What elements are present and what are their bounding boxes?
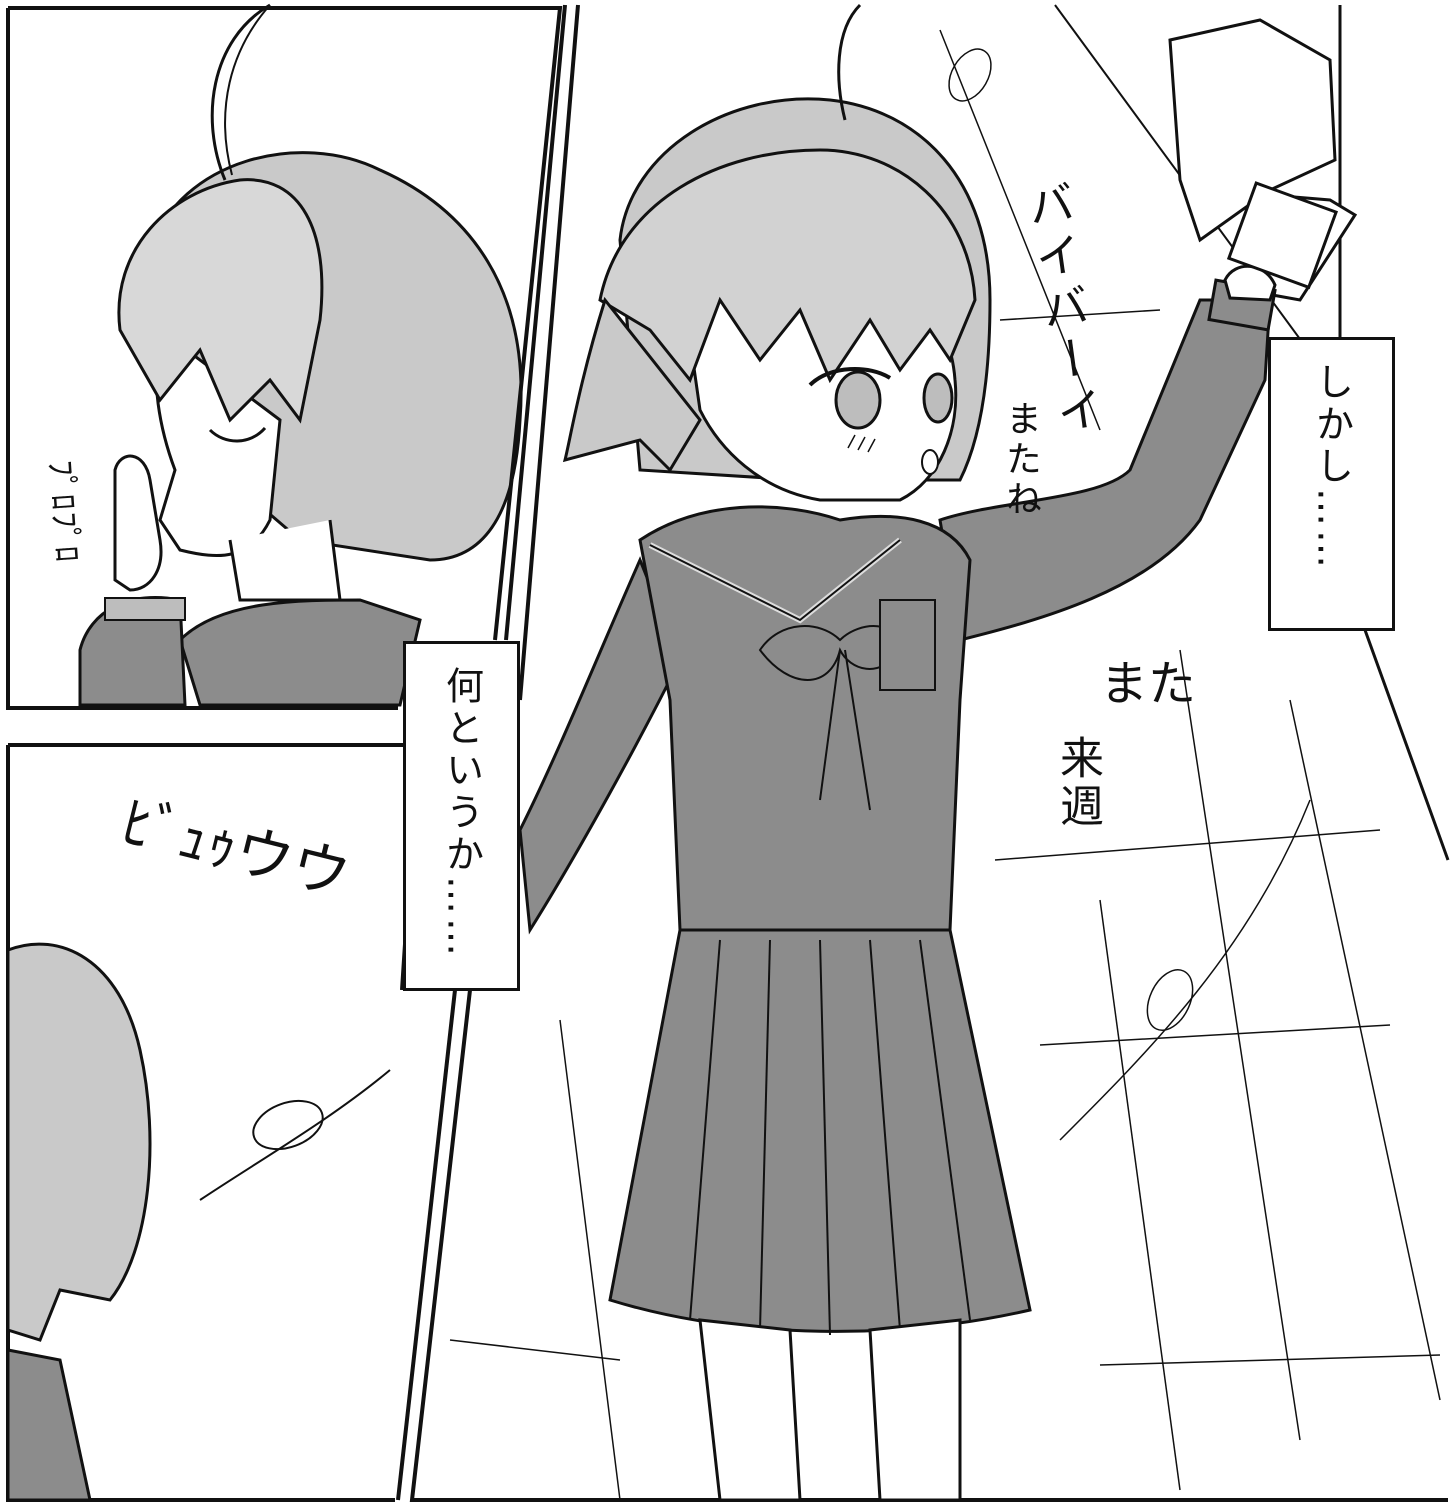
narration-box-left: 何というか…… — [403, 641, 520, 991]
sfx-mata: また — [1100, 656, 1197, 712]
panel-right — [396, 3, 1450, 1502]
sfx-raishu: 来週 — [1052, 735, 1103, 831]
narration-box-right: しかし…… — [1268, 337, 1395, 631]
panel-top-left — [6, 3, 563, 710]
sfx-puropuro: ﾌﾟﾛﾌﾟﾛ — [41, 458, 87, 566]
panel-bottom-left — [6, 743, 421, 1502]
narration-text-right: しかし…… — [1309, 362, 1354, 572]
narration-text-left: 何というか…… — [439, 666, 484, 960]
sfx-matane: またね — [1000, 400, 1041, 520]
